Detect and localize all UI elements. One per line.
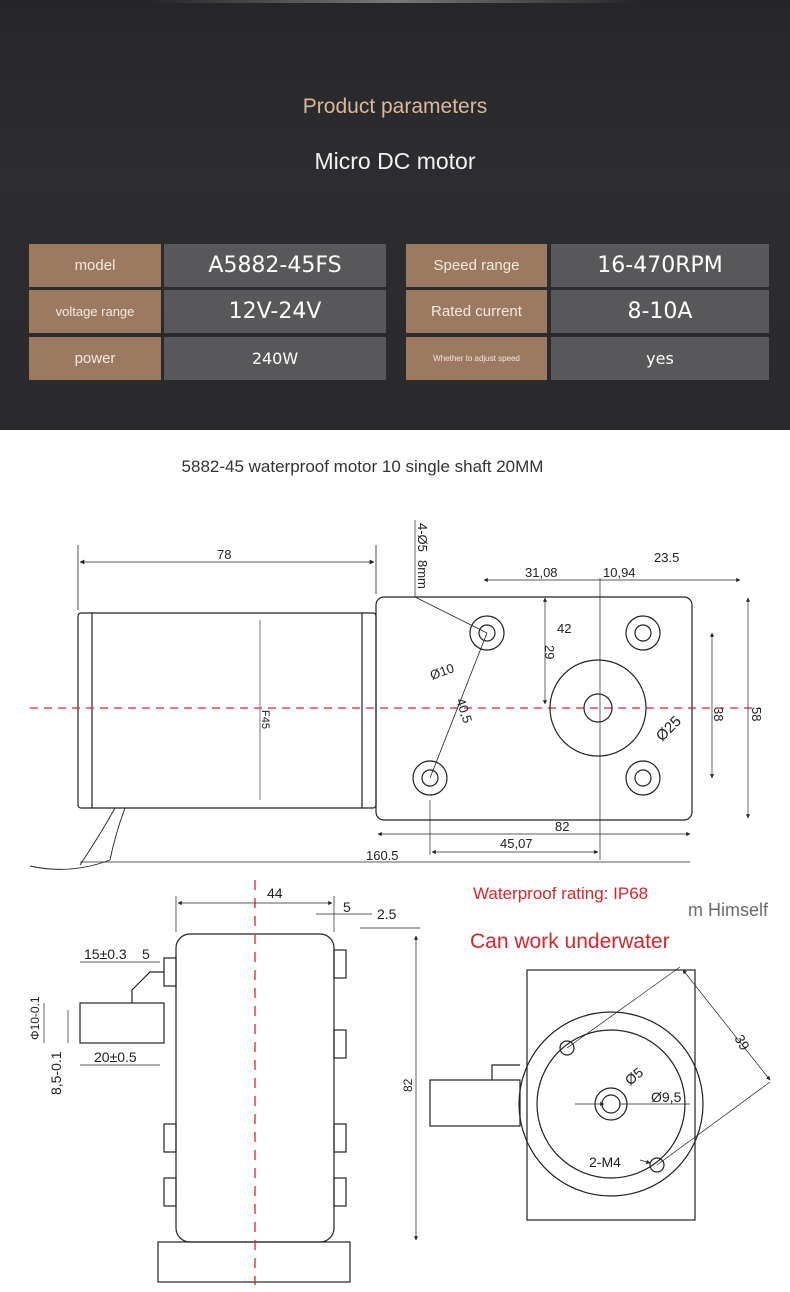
dim-42: 42 <box>557 621 571 636</box>
dim-45-07: 45,07 <box>500 836 533 851</box>
dim-58: 58 <box>749 707 764 721</box>
param-value-adjust: yes <box>551 337 769 380</box>
dim-shaft-len2: 20±0.5 <box>94 1049 137 1065</box>
param-label-power: power <box>29 337 161 380</box>
dim-5: 5 <box>343 899 351 915</box>
param-label-voltage: voltage range <box>29 290 161 333</box>
param-label-adjust: Whether to adjust speed <box>406 337 547 380</box>
dim-10-94: 10,94 <box>603 565 636 580</box>
param-label-speed: Speed range <box>406 244 547 287</box>
waterproof-rating: Waterproof rating: IP68 <box>473 884 649 903</box>
param-value-current: 8-10A <box>551 290 769 333</box>
dim-boss-dia: Ø25 <box>653 713 685 745</box>
dim-shaft-len: 15±0.3 <box>84 946 127 962</box>
dim-29: 29 <box>542 645 557 659</box>
underwater-note: Can work underwater <box>470 930 670 953</box>
dim-d9-5: Ø9,5 <box>651 1089 682 1105</box>
dim-2-5: 2.5 <box>377 906 397 922</box>
dim-hole-dia: Ø10 <box>428 660 456 683</box>
top-highlight <box>150 0 640 3</box>
page-title: Product parameters <box>302 95 488 118</box>
param-label-current: Rated current <box>406 290 547 333</box>
page-subtitle: Micro DC motor <box>314 148 476 174</box>
dim-40-5: 40,5 <box>453 696 475 725</box>
param-value-voltage: 12V-24V <box>164 290 386 333</box>
dim-31-08: 31,08 <box>525 565 558 580</box>
watermark-text: m Himself <box>688 900 768 920</box>
param-value-model: A5882-45FS <box>164 244 386 287</box>
parameters-panel: Product parameters Micro DC motor model … <box>0 0 790 430</box>
dim-39: 39 <box>731 1032 753 1054</box>
param-value-power: 240W <box>164 337 386 380</box>
dim-82-top: 82 <box>555 819 569 834</box>
dim-5b: 5 <box>142 946 150 962</box>
dim-body-dia: F45 <box>259 710 271 729</box>
drawing-caption: 5882-45 waterproof motor 10 single shaft… <box>181 457 544 476</box>
dim-38: 38 <box>711 707 726 721</box>
end-view <box>429 966 771 1221</box>
dim-d5: Ø5 <box>622 1064 647 1088</box>
dim-shaft-dia: Φ10-0.1 <box>28 996 42 1040</box>
dim-flat: 8,5-0.1 <box>48 1051 64 1095</box>
dim-160-5: 160.5 <box>366 848 399 863</box>
side-view <box>43 880 420 1285</box>
top-view <box>29 520 760 870</box>
technical-drawing: 78 160.5 4-Ø5 8mm 31,08 10,94 23.5 42 29… <box>28 520 771 1285</box>
dim-hole-depth: 8mm <box>415 560 430 589</box>
dim-82-side: 82 <box>401 1078 415 1092</box>
param-value-speed: 16-470RPM <box>551 244 769 287</box>
dim-78: 78 <box>217 547 231 562</box>
dim-thread: 2-M4 <box>589 1154 621 1170</box>
param-label-model: model <box>29 244 161 287</box>
dim-holes: 4-Ø5 <box>415 523 430 552</box>
dim-44: 44 <box>267 885 283 901</box>
dim-23-5: 23.5 <box>654 550 679 565</box>
